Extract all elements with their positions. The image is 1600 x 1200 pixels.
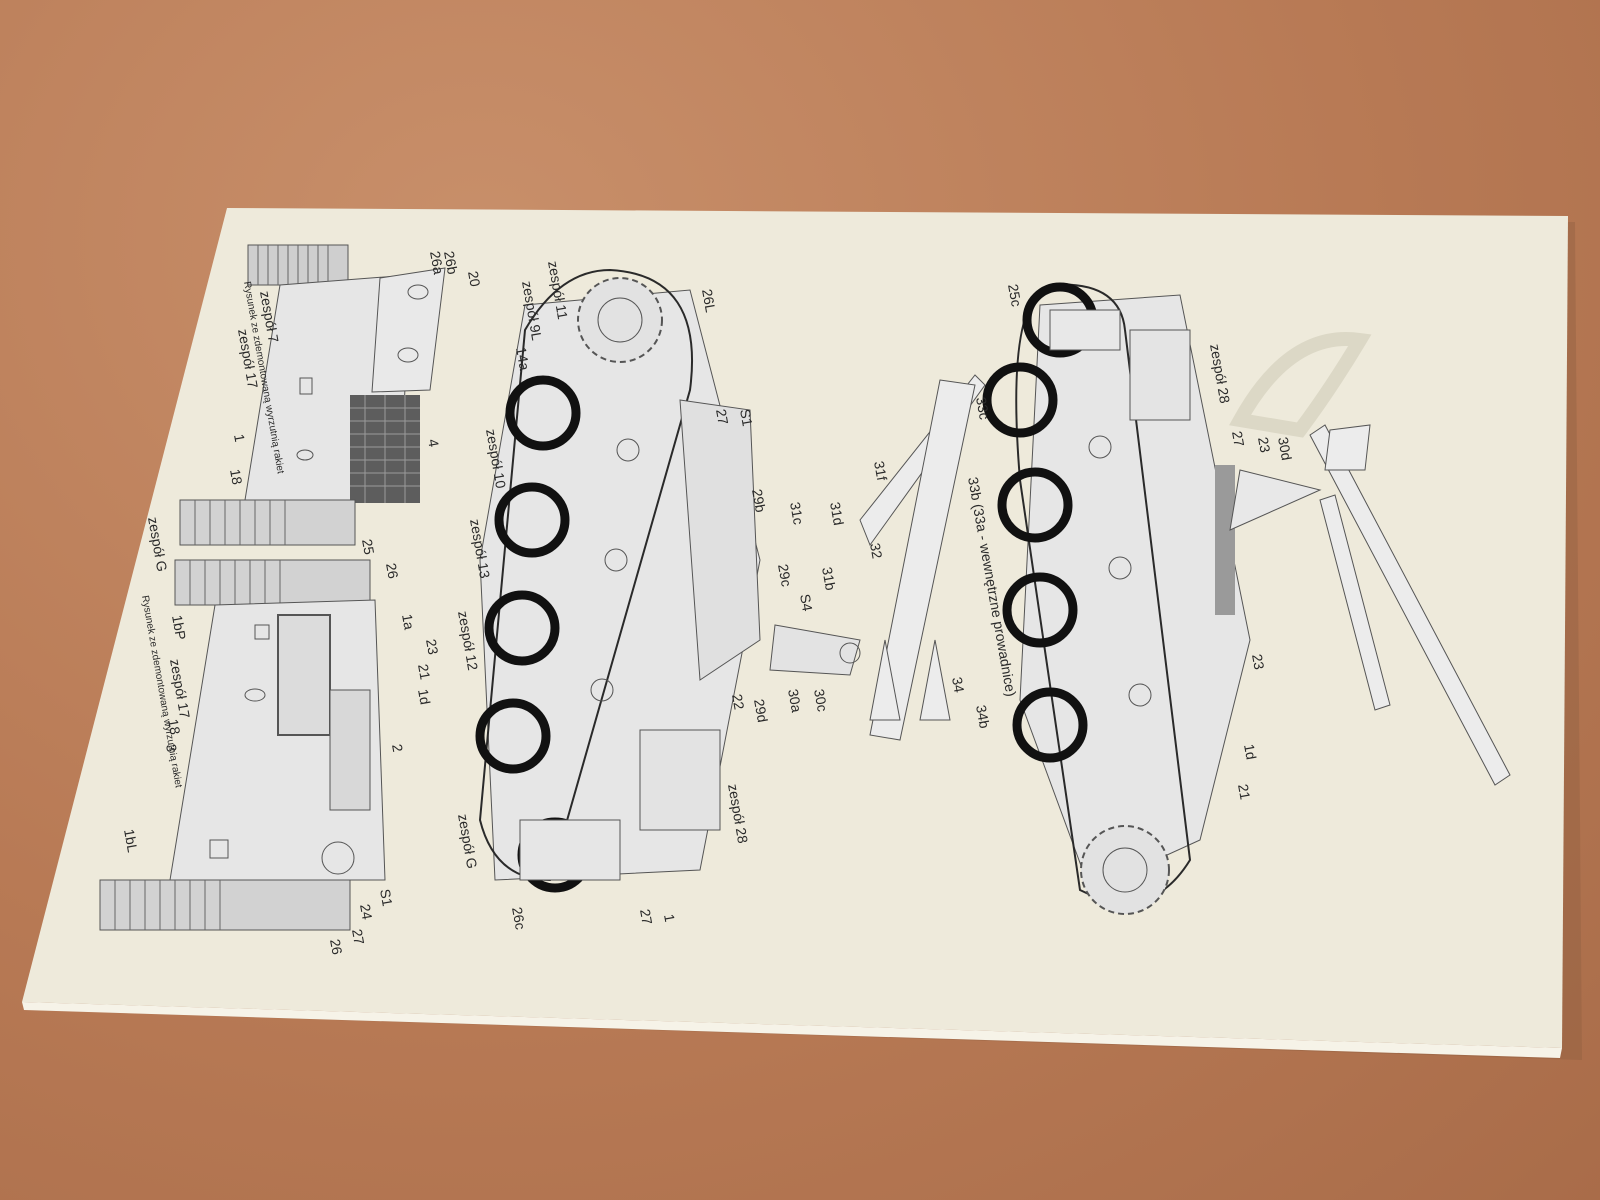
label-S1-left: S1: [377, 888, 396, 908]
label-31b: 31b: [819, 566, 839, 592]
label-34b: 34b: [973, 704, 993, 730]
label-23-left: 23: [423, 638, 441, 656]
label-29c: 29c: [775, 563, 795, 588]
label-4: 4: [425, 438, 442, 449]
label-25c: 25c: [1005, 283, 1025, 308]
label-1bP: 1bP: [169, 614, 189, 641]
label-31c: 31c: [787, 501, 807, 526]
label-23-right-top: 23: [1255, 436, 1273, 454]
label-26-left: 26: [383, 562, 401, 580]
label-1d-left: 1d: [415, 688, 433, 706]
label-32: 32: [867, 542, 885, 560]
right-tank-drawing: [982, 282, 1511, 915]
label-2: 2: [389, 743, 406, 754]
label-1d-right: 1d: [1241, 743, 1259, 761]
label-26L: 26L: [699, 288, 719, 314]
faint-print-shape: [1229, 332, 1372, 438]
top-view-drawing: [179, 244, 446, 546]
label-27-mid-bottom: 27: [637, 908, 655, 926]
label-34: 34: [949, 676, 967, 694]
label-31f: 31f: [871, 460, 890, 482]
label-S4: S4: [797, 593, 816, 613]
side-view-drawing: [99, 559, 386, 931]
label-1bL: 1bL: [121, 828, 141, 854]
label-S1-mid: S1: [737, 408, 756, 428]
label-29d: 29d: [751, 698, 771, 724]
label-25: 25: [359, 538, 377, 556]
label-23-right: 23: [1249, 653, 1267, 671]
label-22: 22: [729, 693, 747, 711]
label-30a: 30a: [785, 688, 805, 714]
sheet-edge: [22, 1002, 1562, 1058]
label-14a: 14a: [513, 346, 533, 372]
label-1-mid-bottom: 1: [661, 913, 678, 924]
label-27-right: 27: [1229, 430, 1247, 448]
label-24: 24: [357, 903, 375, 921]
label-27-mid: 27: [713, 408, 731, 426]
label-18-top: 18: [227, 468, 245, 486]
label-3: 3: [163, 743, 180, 754]
label-30d: 30d: [1275, 436, 1295, 462]
label-21-left: 21: [415, 663, 433, 681]
label-1-top: 1: [231, 433, 248, 444]
label-1a: 1a: [399, 613, 417, 631]
label-21-right: 21: [1235, 783, 1253, 801]
label-18-side: 18: [165, 718, 183, 736]
label-27-left: 27: [349, 928, 367, 946]
label-26-left-bottom: 26: [327, 938, 345, 956]
label-29b: 29b: [749, 488, 769, 514]
label-33c: 33c: [973, 396, 993, 421]
label-31d: 31d: [827, 501, 847, 527]
label-30c: 30c: [811, 688, 831, 713]
label-26a: 26a: [427, 250, 447, 276]
label-20: 20: [465, 270, 483, 288]
label-26c: 26c: [509, 906, 529, 931]
label-26b: 26b: [441, 250, 461, 276]
middle-tank-drawing: [475, 268, 986, 893]
